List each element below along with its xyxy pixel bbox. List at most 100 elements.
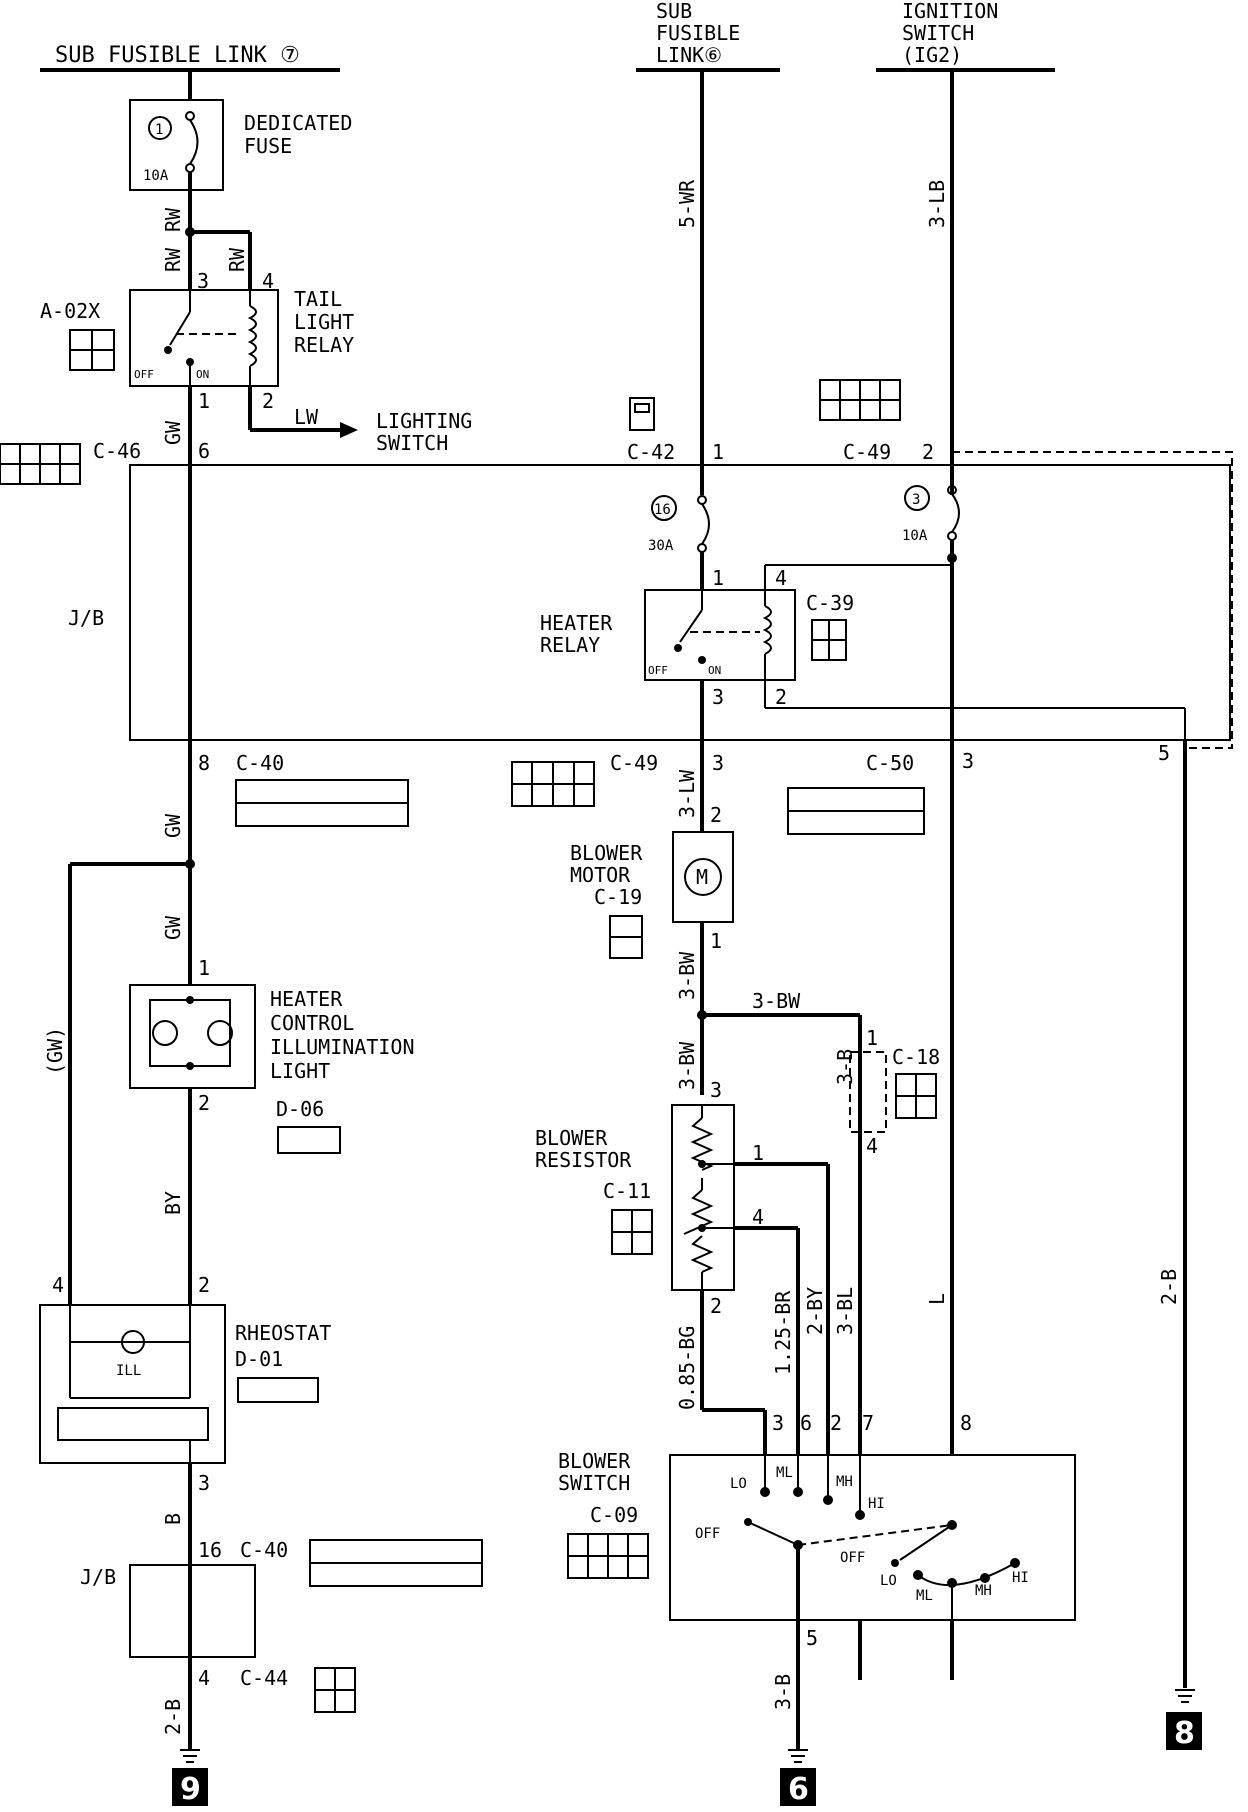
dedicated-fuse-box bbox=[129, 99, 224, 191]
pin-label: 2 bbox=[922, 440, 934, 464]
connector-d06-label: D-06 bbox=[276, 1097, 324, 1121]
tail-relay-label-c: RELAY bbox=[294, 333, 354, 357]
blower-motor-label-b: MOTOR bbox=[570, 863, 631, 887]
ground-icon bbox=[788, 1749, 808, 1763]
lighting-switch-label-b: SWITCH bbox=[376, 431, 448, 455]
blower-switch-label-b: SWITCH bbox=[558, 1471, 630, 1495]
pin-label: 2 bbox=[710, 803, 722, 827]
blower-switch-box bbox=[669, 1454, 1076, 1621]
relay-coil bbox=[247, 305, 257, 367]
connector-c46-icon bbox=[0, 443, 81, 485]
fuse-terminal bbox=[697, 543, 707, 553]
fuse-16-rating: 30A bbox=[648, 538, 674, 554]
wire-3b-label: 3-B bbox=[771, 1674, 795, 1710]
rheostat-lamp-icon bbox=[121, 1330, 145, 1354]
relay-contact bbox=[164, 346, 172, 354]
fuse-16-number: 16 bbox=[654, 502, 671, 518]
illumination-label-d: LIGHT bbox=[270, 1059, 330, 1083]
ground-icon bbox=[180, 1749, 200, 1763]
jb-lower-label: J/B bbox=[80, 1565, 116, 1589]
switch-mh-label: MH bbox=[975, 1583, 992, 1599]
connector-c40-label: C-40 bbox=[240, 1538, 288, 1562]
motor-m-label: M bbox=[696, 865, 708, 889]
connector-c42-label: C-42 bbox=[627, 440, 675, 464]
connector-c09-icon bbox=[567, 1533, 649, 1579]
relay-contact bbox=[674, 644, 682, 652]
fuse-1-number: 1 bbox=[155, 122, 163, 138]
connector-c19-icon bbox=[609, 915, 643, 959]
pin-label: 5 bbox=[1158, 741, 1170, 765]
pin-label: 2 bbox=[198, 1091, 210, 1115]
relay-off-label: OFF bbox=[134, 368, 154, 381]
tail-relay-label-b: LIGHT bbox=[294, 310, 354, 334]
splice-dot bbox=[947, 553, 957, 563]
pin-label: 3 bbox=[712, 685, 724, 709]
pin-label: 3 bbox=[962, 749, 974, 773]
wire-l-label: L bbox=[925, 1293, 949, 1305]
bulb-icon bbox=[207, 1020, 233, 1046]
connector-c50-icon bbox=[787, 787, 925, 835]
jb-lower-connectors: 8 C-40 C-49 3 C-50 bbox=[198, 751, 925, 835]
connector-c39-icon bbox=[811, 619, 847, 661]
relay-coil bbox=[762, 605, 772, 655]
wire-2by-label: 2-BY bbox=[803, 1287, 827, 1335]
switch-contact-arc bbox=[917, 1562, 1016, 1586]
switch-hi-label: HI bbox=[868, 1496, 885, 1512]
connector-c49-label: C-49 bbox=[610, 751, 658, 775]
resistor-symbol bbox=[690, 1235, 714, 1273]
connector-c49-label: C-49 bbox=[843, 440, 891, 464]
fuse-3-circle bbox=[904, 485, 930, 511]
sub-fusible-link-6-label-a: SUB bbox=[656, 0, 692, 23]
connector-c50-label: C-50 bbox=[866, 751, 914, 775]
jb-lower-box bbox=[129, 1564, 256, 1658]
wire-gw-label: GW bbox=[161, 420, 185, 445]
ground-6-label: 6 bbox=[788, 1772, 809, 1807]
wire-gw-label: GW bbox=[161, 915, 185, 940]
sub-fusible-link-7-label: SUB FUSIBLE LINK ⑦ bbox=[55, 43, 300, 68]
fuse-element bbox=[701, 503, 710, 545]
ignition-switch-label-c: (IG2) bbox=[902, 43, 962, 67]
connector-c40-label: C-40 bbox=[236, 751, 284, 775]
connector-c11-icon bbox=[611, 1209, 653, 1255]
pin-label: 1 bbox=[198, 956, 210, 980]
connector-d01-icon bbox=[237, 1377, 319, 1403]
switch-ml-label: ML bbox=[916, 1588, 933, 1604]
pin-label: 4 bbox=[52, 1273, 64, 1297]
pin-label: 2 bbox=[830, 1411, 842, 1435]
sub-fusible-link-6-label-c: LINK⑥ bbox=[656, 43, 722, 67]
fuse-3-rating: 10A bbox=[902, 528, 928, 544]
blower-resistor-box bbox=[671, 1104, 735, 1291]
ground-icon bbox=[1175, 1689, 1195, 1703]
tail-light-relay-box bbox=[129, 289, 279, 387]
wire-5wr-label: 5-WR bbox=[675, 179, 699, 228]
wire-gw-label: GW bbox=[161, 813, 185, 838]
pin-label: 4 bbox=[866, 1134, 878, 1158]
blower-resistor-label-a: BLOWER bbox=[535, 1126, 608, 1150]
connector-c18-icon bbox=[895, 1073, 937, 1119]
jb-label: J/B bbox=[68, 606, 104, 630]
fuse-terminal bbox=[947, 531, 957, 541]
connector-c44-label: C-44 bbox=[240, 1666, 288, 1690]
rheostat-ill-label: ILL bbox=[116, 1363, 141, 1379]
fuse-1-rating: 10A bbox=[143, 168, 169, 184]
connector-c49-icon bbox=[819, 379, 901, 421]
center-circuit: SUB FUSIBLE LINK⑥ 5-WR C-42 1 16 30A 1 4 bbox=[540, 0, 1186, 740]
wire-3lb-label: 3-LB bbox=[925, 180, 949, 228]
pin-label: 3 bbox=[198, 1471, 210, 1495]
pin-label: 16 bbox=[198, 1538, 222, 1562]
illumination-label-a: HEATER bbox=[270, 987, 343, 1011]
relay-off-label: OFF bbox=[648, 664, 668, 677]
wire-lw-label: LW bbox=[294, 405, 319, 429]
connector-a02x-icon bbox=[69, 329, 115, 371]
wire-125br-label: 1.25-BR bbox=[771, 1290, 795, 1375]
wire-3bw-label: 3-BW bbox=[675, 1041, 699, 1090]
pin-label: 3 bbox=[710, 1078, 722, 1102]
switch-lo-label: LO bbox=[730, 1476, 747, 1492]
junction-block-outline bbox=[129, 464, 1231, 741]
fuse-element bbox=[189, 119, 199, 165]
dashed-jumper bbox=[952, 451, 1233, 749]
lighting-switch-label-a: LIGHTING bbox=[376, 409, 472, 433]
ground-9-label: 9 bbox=[180, 1772, 201, 1807]
pin-label: 3 bbox=[772, 1411, 784, 1435]
pin-label: 7 bbox=[862, 1411, 874, 1435]
